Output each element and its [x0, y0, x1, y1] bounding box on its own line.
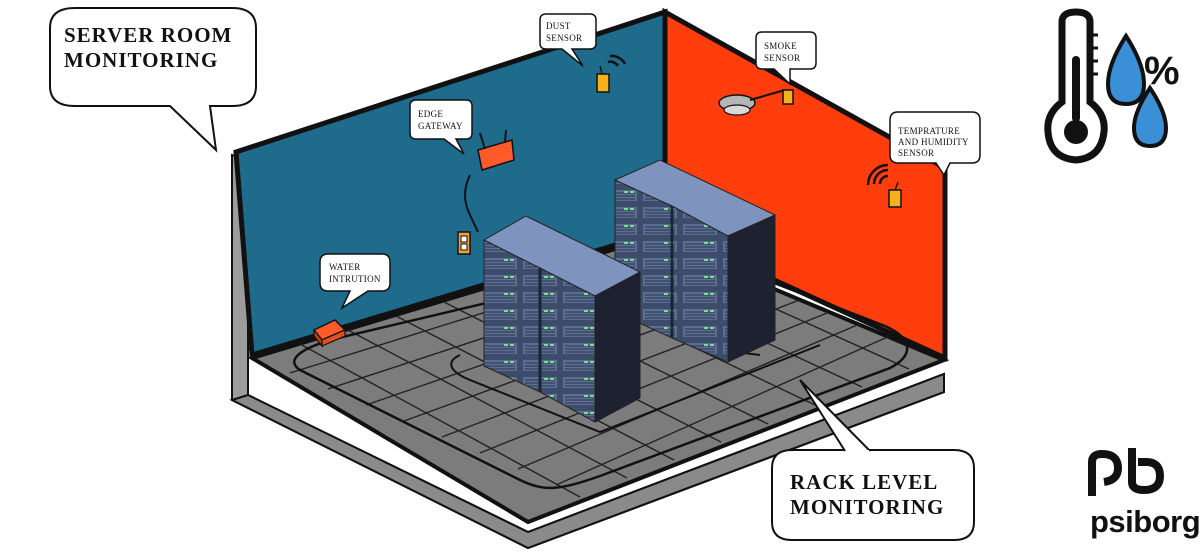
callout-smoke-line1: SMOKE: [764, 41, 797, 51]
callout-rack-level-line1: RACK LEVEL: [790, 470, 938, 494]
callout-server-room-line2: MONITORING: [64, 48, 218, 72]
dust-sensor-device: [596, 54, 627, 93]
pb-logo-icon: [1088, 448, 1165, 496]
base-slab-top: [229, 372, 945, 550]
callout-server-room: SERVER ROOM MONITORING: [49, 7, 257, 153]
thermometer-humidity-icon: %: [1044, 8, 1180, 164]
callout-gateway-line1: EDGE: [418, 109, 443, 119]
smoke-sensor-device: [718, 89, 794, 116]
water-intrusion-sensor-device: [312, 319, 347, 348]
callout-temperature-humidity: TEMPRATURE AND HUMIDITY SENSOR: [889, 111, 981, 177]
callout-water-intrusion: WATER INTRUTION: [319, 253, 391, 311]
callout-temp-line1: TEMPRATURE: [898, 126, 960, 136]
callout-server-room-line1: SERVER ROOM: [64, 23, 232, 47]
brand-name: psiborg: [1090, 504, 1200, 539]
sensor-cable-inner: [450, 344, 821, 434]
callout-dust-line1: DUST: [546, 21, 571, 31]
server-rack-cluster-front: [482, 215, 642, 423]
server-rack-cluster-back: [613, 159, 777, 363]
callout-temp-line3: SENSOR: [898, 148, 934, 158]
callout-rack-level-line2: MONITORING: [790, 495, 944, 519]
callout-dust-line2: SENSOR: [546, 33, 582, 43]
percent-symbol: %: [1144, 49, 1180, 93]
callout-water-line2: INTRUTION: [329, 274, 381, 284]
callout-smoke-line2: SENSOR: [764, 53, 800, 63]
edge-gateway-device: [457, 129, 515, 255]
callout-water-line1: WATER: [329, 262, 361, 272]
temperature-humidity-sensor-device: [866, 163, 902, 208]
callout-smoke-sensor: SMOKE SENSOR: [755, 31, 817, 86]
callout-rack-level: RACK LEVEL MONITORING: [771, 379, 975, 541]
callout-temp-line2: AND HUMIDITY: [898, 137, 969, 147]
callout-edge-gateway: EDGE GATEWAY: [409, 99, 473, 155]
callout-gateway-line2: GATEWAY: [418, 121, 463, 131]
callout-dust-sensor: DUST SENSOR: [539, 13, 597, 67]
